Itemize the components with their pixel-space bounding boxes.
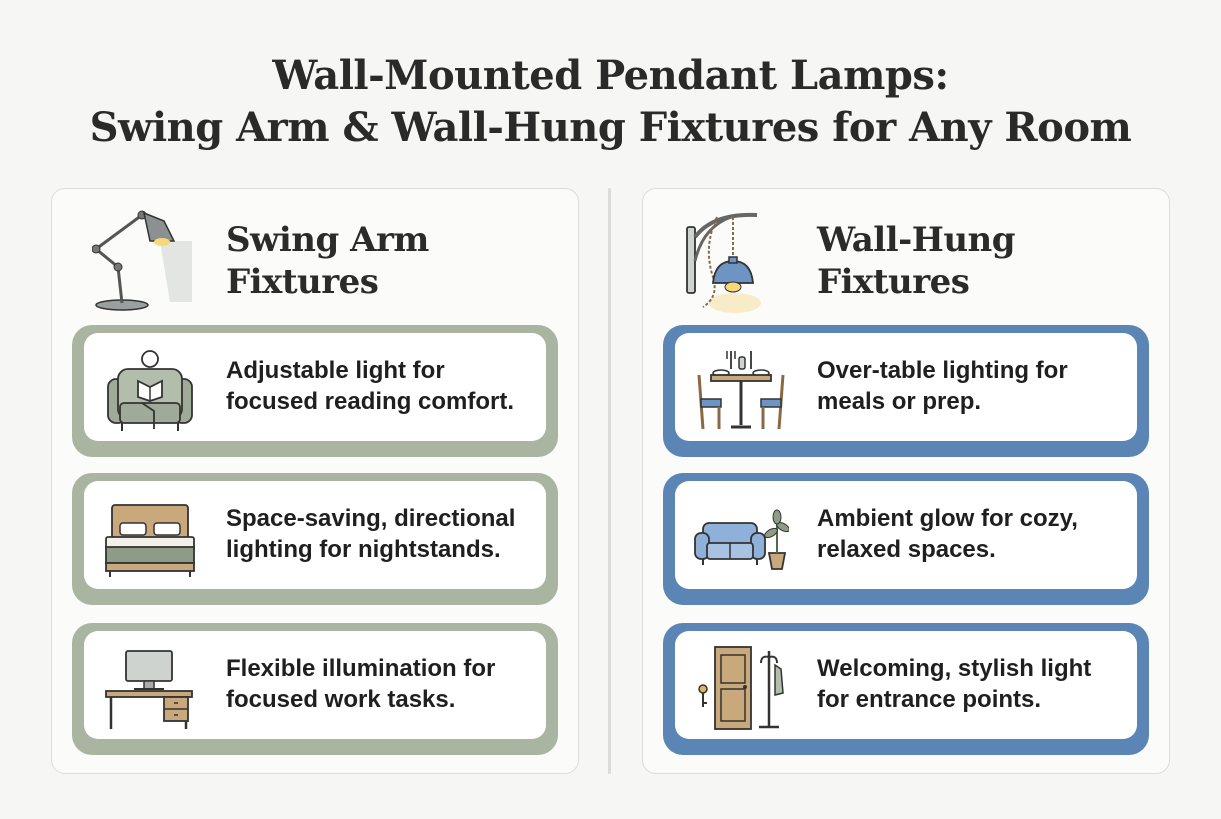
ambient-card-text: Ambient glow for cozy, relaxed spaces. [817, 503, 1127, 565]
card-text-line: for entrance points. [817, 686, 1042, 713]
swing-arm-title: Swing Arm Fixtures [226, 219, 429, 303]
card-text-line: Over-table lighting for [817, 357, 1068, 384]
ambient-card: Ambient glow for cozy, relaxed spaces. [663, 473, 1149, 605]
wall-hung-title-line-1: Wall-Hung [817, 220, 1016, 260]
card-text-line: relaxed spaces. [817, 536, 996, 563]
entrance-card-text: Welcoming, stylish light for entrance po… [817, 653, 1127, 715]
reading-armchair-icon [107, 350, 193, 431]
wall-hung-panel: Wall-Hung Fixtures [642, 188, 1170, 774]
title-line-2: Swing Arm & Wall-Hung Fixtures for Any R… [89, 104, 1132, 151]
center-divider [608, 188, 611, 774]
dining-table-icon [697, 351, 785, 430]
work-card-text: Flexible illumination for focused work t… [226, 653, 536, 715]
wall-hung-header: Wall-Hung Fixtures [673, 205, 1149, 323]
card-text-line: focused work tasks. [226, 686, 456, 713]
card-text-line: lighting for nightstands. [226, 536, 501, 563]
swing-arm-lamp-icon [92, 210, 192, 311]
swing-arm-panel: Swing Arm Fixtures Adjustable light for … [51, 188, 579, 774]
bed-icon [105, 504, 195, 577]
card-text-line: Space-saving, directional [226, 505, 516, 532]
reading-card: Adjustable light for focused reading com… [72, 325, 558, 457]
dining-card: Over-table lighting for meals or prep. [663, 325, 1149, 457]
swing-arm-header: Swing Arm Fixtures [82, 205, 558, 323]
nightstand-card: Space-saving, directional lighting for n… [72, 473, 558, 605]
reading-card-text: Adjustable light for focused reading com… [226, 355, 536, 417]
swing-arm-title-line-2: Fixtures [226, 262, 379, 302]
card-text-line: Ambient glow for cozy, [817, 505, 1078, 532]
wall-hung-pendant-icon [686, 212, 761, 313]
title-line-1: Wall-Mounted Pendant Lamps: [272, 52, 949, 99]
door-coat-rack-icon [698, 646, 784, 730]
card-text-line: meals or prep. [817, 388, 982, 415]
desk-computer-icon [105, 650, 193, 729]
page-title: Wall-Mounted Pendant Lamps: Swing Arm & … [0, 50, 1221, 154]
card-text-line: Adjustable light for [226, 357, 445, 384]
card-text-line: focused reading comfort. [226, 388, 515, 415]
entrance-card: Welcoming, stylish light for entrance po… [663, 623, 1149, 755]
wall-hung-title: Wall-Hung Fixtures [817, 219, 1016, 303]
work-card: Flexible illumination for focused work t… [72, 623, 558, 755]
nightstand-card-text: Space-saving, directional lighting for n… [226, 503, 536, 565]
sofa-plant-icon [694, 509, 789, 570]
swing-arm-title-line-1: Swing Arm [226, 220, 429, 260]
card-text-line: Flexible illumination for [226, 655, 496, 682]
card-text-line: Welcoming, stylish light [817, 655, 1092, 682]
dining-card-text: Over-table lighting for meals or prep. [817, 355, 1127, 417]
wall-hung-title-line-2: Fixtures [817, 262, 970, 302]
